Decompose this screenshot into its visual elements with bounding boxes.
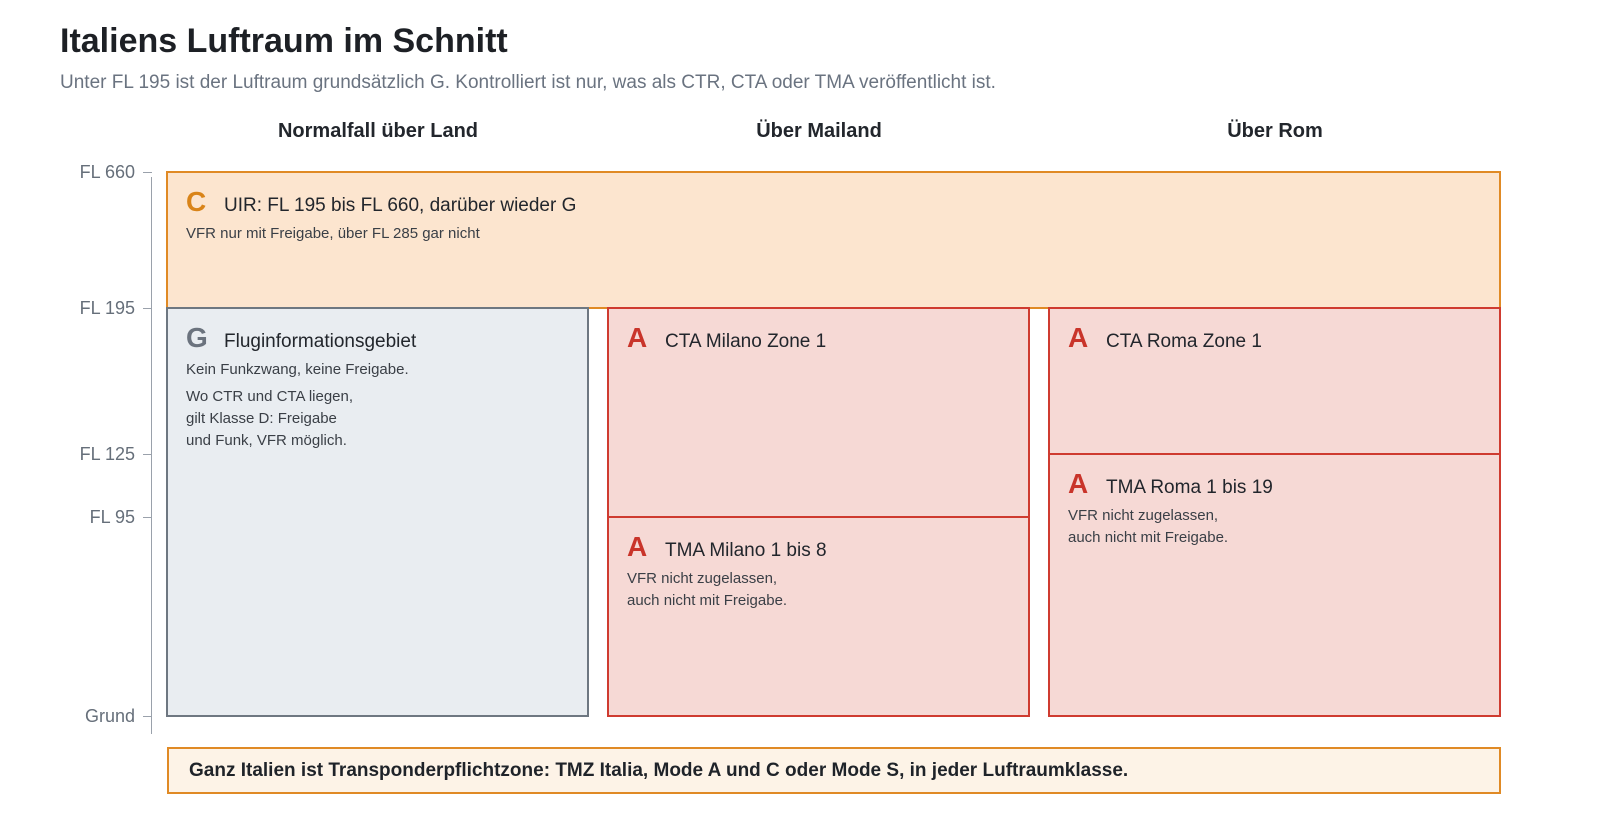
airspace-block-title: TMA Roma 1 bis 19	[1106, 477, 1273, 498]
airspace-block-title: CTA Roma Zone 1	[1106, 331, 1262, 352]
airspace-class-badge: C	[186, 186, 207, 217]
airspace-class-badge: A	[627, 322, 648, 353]
page-title: Italiens Luftraum im Schnitt	[60, 22, 508, 60]
airspace-block-cta-milano: A CTA Milano Zone 1	[607, 307, 1030, 518]
page-subtitle: Unter FL 195 ist der Luftraum grundsätzl…	[60, 72, 996, 93]
airspace-block-title: TMA Milano 1 bis 8	[665, 540, 827, 561]
transponder-zone-banner: Ganz Italien ist Transponderpflichtzone:…	[167, 747, 1501, 794]
axis-tick-fl195	[143, 308, 152, 309]
airspace-class-badge: A	[1068, 322, 1089, 353]
airspace-block-note: VFR nicht zugelassen, auch nicht mit Fre…	[627, 570, 788, 609]
axis-label-fl660: FL 660	[79, 162, 135, 182]
column-header-land: Normalfall über Land	[277, 120, 479, 142]
axis-tick-fl95	[143, 517, 152, 518]
airspace-block-note: Wo CTR und CTA liegen, gilt Klasse D: Fr…	[186, 388, 354, 449]
airspace-block-cta-roma: A CTA Roma Zone 1	[1048, 307, 1501, 455]
axis-label-fl125: FL 125	[79, 444, 135, 464]
column-header-mailand: Über Mailand	[756, 120, 882, 142]
airspace-block-uir-class-c: C UIR: FL 195 bis FL 660, darüber wieder…	[166, 171, 1501, 309]
airspace-class-badge: G	[186, 322, 208, 353]
airspace-block-note: Kein Funkzwang, keine Freigabe.	[186, 361, 409, 378]
column-header-rom: Über Rom	[1227, 120, 1323, 142]
airspace-block-note: VFR nicht zugelassen, auch nicht mit Fre…	[1068, 507, 1229, 546]
axis-label-fl95: FL 95	[89, 507, 135, 527]
airspace-block-fir-class-g: G Fluginformationsgebiet Kein Funkzwang,…	[166, 307, 589, 717]
axis-label-grund: Grund	[84, 706, 135, 726]
airspace-class-badge: A	[627, 531, 648, 562]
axis-tick-fl660	[143, 172, 152, 173]
airspace-block-note: VFR nur mit Freigabe, über FL 285 gar ni…	[186, 225, 480, 242]
airspace-class-badge: A	[1068, 468, 1089, 499]
axis-tick-fl125	[143, 454, 152, 455]
airspace-block-title: Fluginformationsgebiet	[224, 331, 417, 352]
axis-tick-grund	[143, 716, 152, 717]
airspace-block-title: UIR: FL 195 bis FL 660, darüber wieder G	[224, 195, 577, 216]
airspace-block-tma-roma: A TMA Roma 1 bis 19 VFR nicht zugelassen…	[1048, 453, 1501, 717]
airspace-block-tma-milano: A TMA Milano 1 bis 8 VFR nicht zugelasse…	[607, 516, 1030, 717]
axis-label-fl195: FL 195	[79, 298, 135, 318]
altitude-axis	[151, 177, 152, 734]
airspace-block-title: CTA Milano Zone 1	[665, 331, 827, 352]
